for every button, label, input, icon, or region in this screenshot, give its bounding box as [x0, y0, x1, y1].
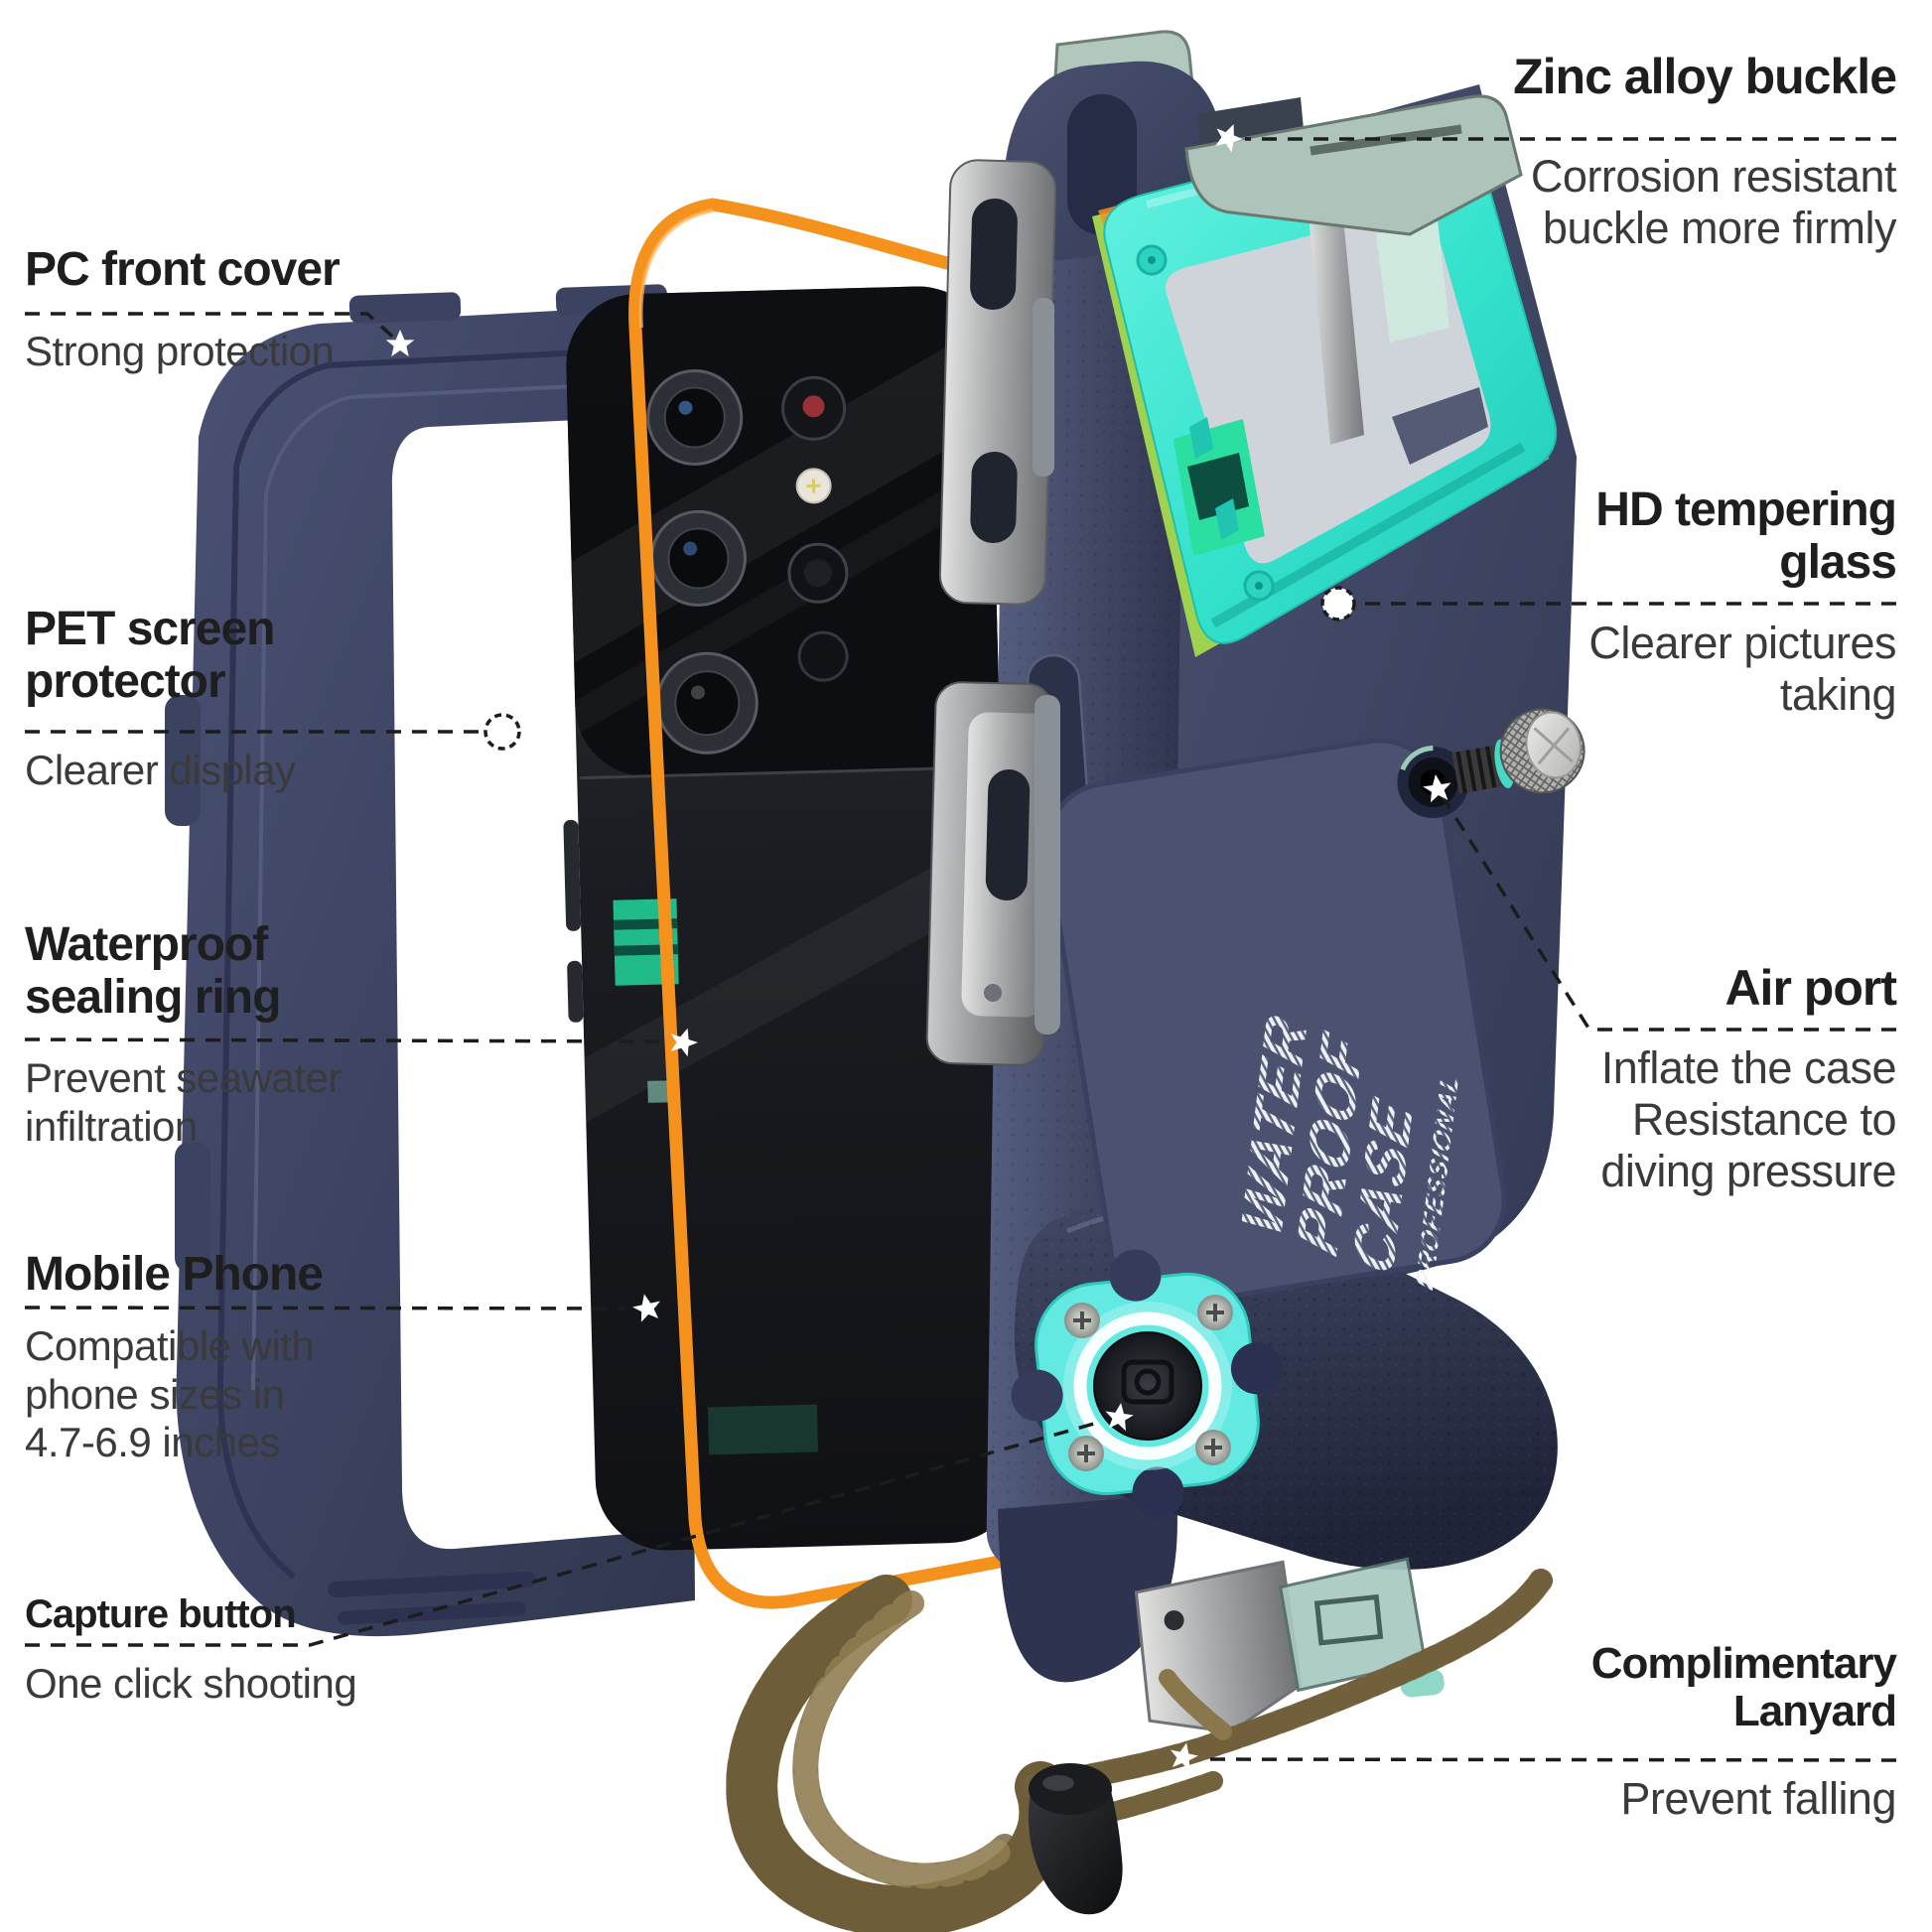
- metal-latch-top: [938, 159, 1057, 606]
- capture-button: [1011, 1249, 1283, 1519]
- callout-title: PC front cover: [25, 243, 341, 296]
- callout-air-port-desc: Inflate the case Resistance to diving pr…: [1600, 1042, 1896, 1197]
- callout-hd-glass: HD tempering glass: [1595, 483, 1897, 589]
- star-marker-lanyard: [1170, 1742, 1198, 1771]
- callout-zinc-buckle-desc: Corrosion resistant buckle more firmly: [1530, 151, 1897, 254]
- circle-marker-hd-glass: [1320, 586, 1356, 621]
- callout-capture-button: Capture button: [25, 1592, 297, 1636]
- callout-lanyard: Complimentary Lanyard: [1590, 1639, 1897, 1736]
- lanyard-toggle: [1028, 1763, 1123, 1915]
- leader-markers: [385, 124, 1451, 1771]
- callout-waterproof-ring-desc: Prevent seawater infiltration: [25, 1054, 342, 1150]
- callout-mobile-phone-desc: Compatible with phone sizes in 4.7-6.9 i…: [25, 1322, 315, 1466]
- callout-mobile-phone: Mobile Phone: [25, 1248, 324, 1301]
- lanyard: [726, 1569, 1553, 1932]
- callout-air-port: Air port: [1725, 960, 1897, 1016]
- case-label-panel: WATER PROOF CASE PROFESSIONAL: [1044, 738, 1507, 1308]
- callout-pc-front-cover: PC front cover: [25, 243, 341, 297]
- leader-pc-front-cover: [25, 312, 400, 344]
- camera-lens-cluster: [646, 368, 849, 755]
- case-body: WATER PROOF CASE PROFESSIONAL: [925, 30, 1586, 1734]
- leader-mobile-phone: [24, 1306, 627, 1311]
- callout-zinc-buckle: Zinc alloy buckle: [1513, 49, 1897, 104]
- leader-air-port: [1440, 794, 1896, 1032]
- plate-screws: [1064, 1295, 1233, 1471]
- callout-capture-button-desc: One click shooting: [25, 1660, 357, 1707]
- leader-lines: [24, 137, 1897, 1762]
- leader-waterproof-ring: [24, 1037, 664, 1043]
- callout-hd-glass-desc: Clearer pictures taking: [1588, 618, 1896, 721]
- pc-front-cover-frame: [165, 284, 696, 1637]
- star-marker-waterproof-ring: [670, 1028, 699, 1057]
- zinc-alloy-buckle: [1184, 94, 1523, 236]
- star-marker-capture-button: [1105, 1403, 1134, 1432]
- star-marker-pc-front-cover: [385, 330, 415, 357]
- callout-pet-screen: PET screen protector: [25, 603, 275, 708]
- callout-pet-screen-desc: Clearer display: [25, 747, 296, 793]
- callout-pc-front-cover-desc: Strong protection: [25, 328, 335, 374]
- leader-lanyard: [1202, 1757, 1897, 1762]
- star-marker-air-port: [1423, 774, 1451, 803]
- callout-waterproof-ring: Waterproof sealing ring: [25, 918, 281, 1024]
- metal-latch-middle: [925, 681, 1060, 1066]
- phone-power-button: [567, 960, 584, 1023]
- callout-lanyard-desc: Prevent falling: [1620, 1773, 1896, 1824]
- star-marker-mobile-phone: [632, 1294, 661, 1322]
- phone-volume-button: [563, 819, 582, 931]
- camera-glyph-icon: [1121, 1359, 1174, 1405]
- leader-capture-button: [25, 1420, 1102, 1647]
- star-marker-zinc-buckle: [1215, 124, 1243, 153]
- circle-marker-pet-screen: [483, 713, 521, 751]
